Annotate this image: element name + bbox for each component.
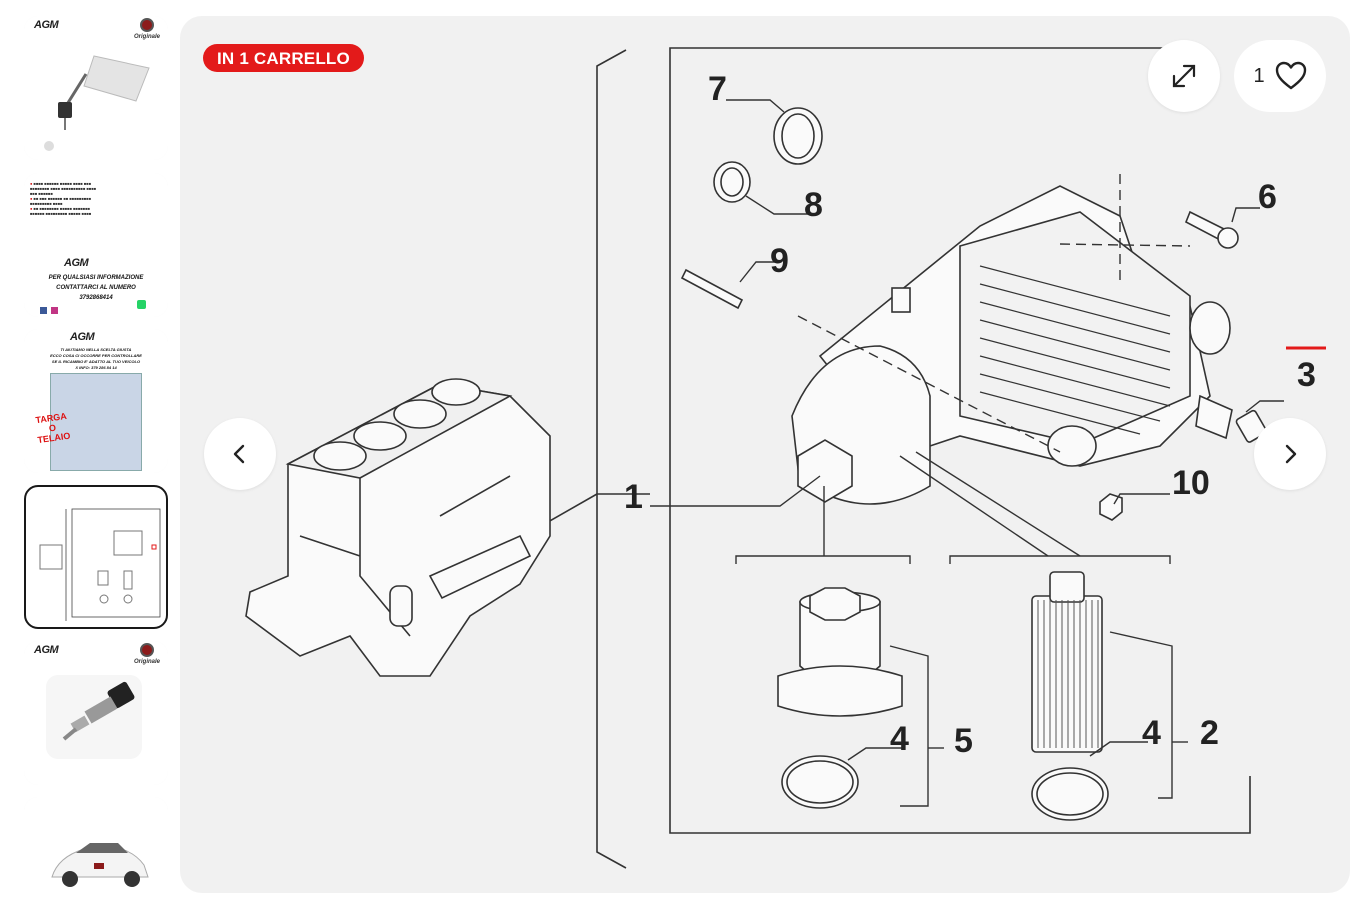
watchlist-button[interactable]: 1 <box>1234 40 1326 112</box>
whatsapp-icon <box>137 300 146 309</box>
callout-label: 1 <box>624 478 643 516</box>
thumbnail-brand-logo: AGM <box>34 19 59 31</box>
in-cart-badge: IN 1 CARRELLO <box>203 44 364 72</box>
registration-document-image <box>50 373 142 471</box>
chevron-right-icon <box>1285 444 1297 464</box>
chevron-left-icon <box>233 444 245 464</box>
thumbnail-help-line-4: X INFO: 379 286 84 14 <box>75 365 117 370</box>
thumbnail-brand-logo: AGM <box>70 331 95 343</box>
thumbnail-brand-logo: AGM <box>64 257 89 269</box>
callout-label: 5 <box>954 722 973 760</box>
thumbnail-info-line-1: PER QUALSIASI INFORMAZIONE <box>48 275 144 281</box>
expand-icon <box>1172 64 1196 88</box>
next-image-button[interactable] <box>1254 418 1326 490</box>
thumbnail-info-line-2: CONTATTARCI AL NUMERO <box>56 285 136 291</box>
expand-button[interactable] <box>1148 40 1220 112</box>
oil-filter-housing-drawing <box>791 185 1231 505</box>
sensor-photo-icon <box>44 55 150 151</box>
callout-label: 4 <box>1142 714 1161 752</box>
exploded-parts-diagram: 1 2 3 4 4 5 6 7 8 9 10 <box>245 47 1326 869</box>
thumbnail-5[interactable]: AGM Originale <box>24 641 168 785</box>
thumbnail-2[interactable]: ● ■■■■ ■■■■■■ ■■■■■ ■■■■ ■■■ ■■■■■■■■ ■■… <box>24 173 168 317</box>
engine-block-drawing <box>245 378 551 677</box>
thumbnail-help-line-1: TI AIUTIAMO NELLA SCELTA GIUSTA <box>60 347 132 352</box>
thumbnail-help-line-2: ECCO COSA CI OCCORRE PER CONTROLLARE <box>50 353 142 358</box>
thumbnail-caption: Originale <box>133 659 160 665</box>
social-icons <box>40 301 60 314</box>
heart-icon <box>1275 61 1306 90</box>
leader-lines <box>650 99 1284 807</box>
sensor-photo-icon <box>62 681 135 741</box>
exploded-parts <box>680 107 1268 821</box>
callout-label: 6 <box>1258 178 1277 216</box>
thumbnail-4-selected[interactable] <box>24 485 168 629</box>
callout-label: 2 <box>1200 714 1219 752</box>
callout-label: 4 <box>890 720 909 758</box>
thumbnail-1[interactable]: AGM Originale <box>24 16 168 160</box>
callout-label: 10 <box>1172 464 1210 502</box>
main-image-panel: 1 2 3 4 4 5 6 7 8 9 10 IN 1 CARRELLO 1 <box>180 16 1350 893</box>
thumbnail-3[interactable]: AGM TI AIUTIAMO NELLA SCELTA GIUSTA ECCO… <box>24 329 168 473</box>
callout-label: 7 <box>708 70 727 108</box>
thumbnail-6[interactable] <box>24 797 168 894</box>
exploded-diagram-thumbnail <box>39 508 161 621</box>
car-photo-icon <box>51 843 149 887</box>
thumbnail-brand-logo: AGM <box>34 644 59 656</box>
callout-label: 8 <box>804 186 823 224</box>
thumbnail-caption: Originale <box>133 34 160 40</box>
brand-emblem-icon <box>140 643 154 657</box>
previous-image-button[interactable] <box>204 418 276 490</box>
filter-pleats <box>1037 600 1099 748</box>
brand-emblem-icon <box>140 18 154 32</box>
thumbnail-info-text: ● ■■■■ ■■■■■■ ■■■■■ ■■■■ ■■■ ■■■■■■■■ ■■… <box>30 181 97 216</box>
thumbnail-strip: AGM Originale ● ■■■■ ■■■■■■ ■■■■■ ■■■■ ■… <box>24 16 168 894</box>
thumbnail-phone: 3792868414 <box>79 295 113 301</box>
callout-label: 9 <box>770 242 789 280</box>
thumbnail-help-line-3: SE IL RICAMBIO E' ADATTO AL TUO VEICOLO <box>51 359 141 364</box>
watch-count: 1 <box>1253 64 1265 87</box>
callout-label: 3 <box>1297 356 1316 394</box>
